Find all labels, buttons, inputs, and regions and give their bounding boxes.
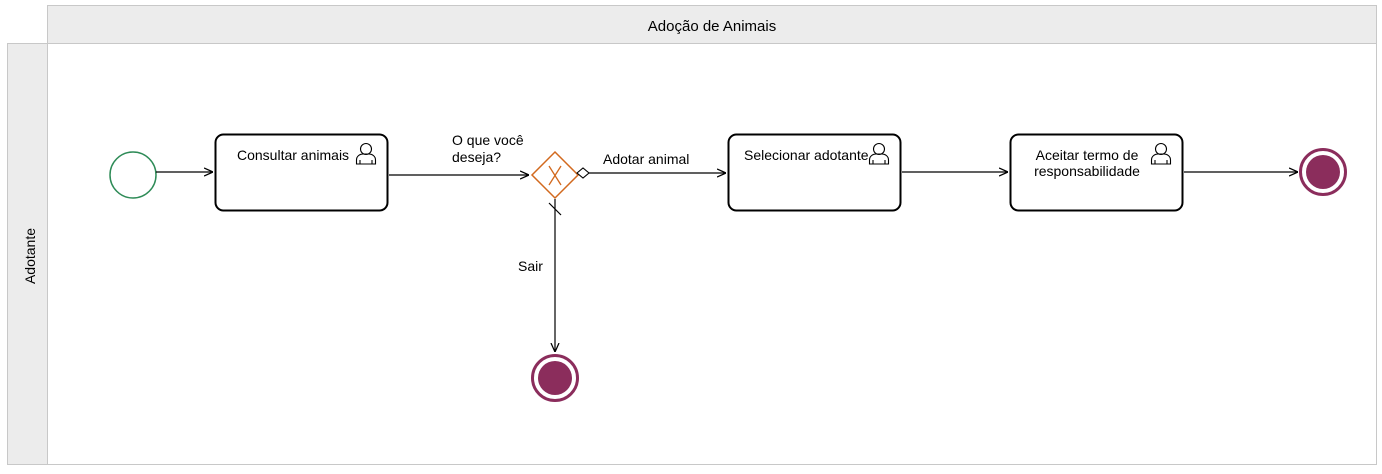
gateway-question-line2: deseja?: [452, 149, 501, 165]
lane-header: Adotante: [7, 43, 48, 465]
flow-adotar-animal[interactable]: [576, 167, 726, 179]
exclusive-gateway[interactable]: [530, 150, 580, 200]
exclusive-x-icon: [548, 165, 562, 186]
task-aceitar-label-line2: responsabilidade: [1034, 163, 1140, 179]
flow-adotar-label: Adotar animal: [603, 151, 689, 167]
end-event-sair[interactable]: [531, 354, 579, 402]
flow-sair-label: Sair: [518, 258, 543, 274]
gateway-question-line1: O que você: [452, 132, 524, 148]
task-selecionar-label: Selecionar adotante: [744, 147, 869, 163]
user-icon: [1150, 142, 1172, 165]
user-icon: [868, 142, 890, 165]
start-event[interactable]: [109, 151, 157, 199]
task-selecionar-adotante[interactable]: Selecionar adotante: [727, 133, 902, 212]
lane-label: Adotante: [22, 228, 38, 284]
user-icon: [355, 142, 377, 165]
task-consultar-animais[interactable]: Consultar animais: [214, 133, 389, 212]
end-event-final[interactable]: [1299, 148, 1347, 196]
flow-sair[interactable]: [548, 199, 562, 352]
pool-title: Adoção de Animais: [648, 18, 776, 35]
task-aceitar-termo[interactable]: Aceitar termo de responsabilidade: [1009, 133, 1184, 212]
lane-body: [47, 43, 1377, 465]
task-consultar-label: Consultar animais: [237, 147, 349, 163]
pool-header: Adoção de Animais: [47, 5, 1377, 44]
task-aceitar-label-line1: Aceitar termo de: [1036, 147, 1139, 163]
